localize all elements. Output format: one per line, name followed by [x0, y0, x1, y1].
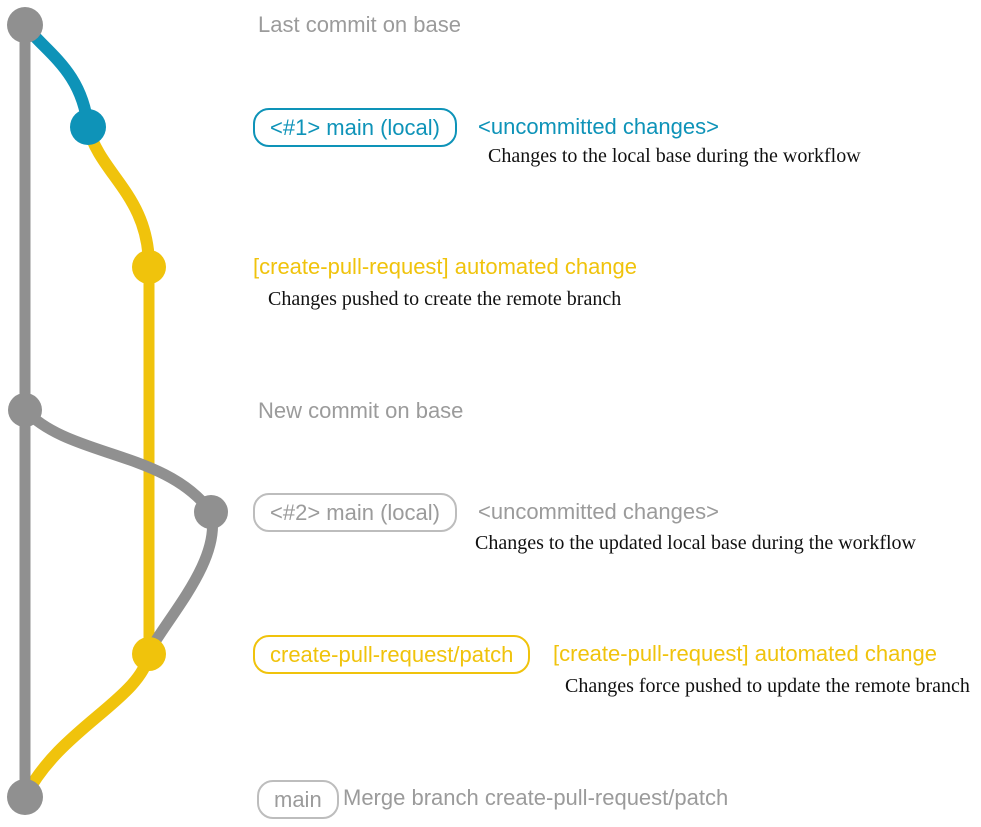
commit-dot-base-tip: [7, 7, 43, 43]
commit-dot-local-1: [70, 109, 106, 145]
remote-branch-merge-curve: [19, 652, 155, 800]
automated-change-note-1: Changes pushed to create the remote bran…: [268, 288, 622, 310]
branch-badge-main: main: [257, 780, 339, 819]
uncommitted-changes-note-2: Changes to the updated local base during…: [475, 532, 916, 554]
commit-dot-base-new: [8, 393, 42, 427]
automated-change-heading-2: [create-pull-request] automated change: [553, 641, 938, 666]
remote-branch-push-curve: [82, 125, 155, 268]
local-change-curve-2: [20, 406, 216, 516]
automated-change-note-2: Changes force pushed to update the remot…: [565, 675, 970, 697]
commit-dot-remote-1: [132, 250, 166, 284]
uncommitted-changes-note-1: Changes to the local base during the wor…: [488, 145, 861, 167]
branch-badge-patch: create-pull-request/patch: [253, 635, 531, 674]
automated-change-heading-1: [create-pull-request] automated change: [253, 254, 638, 279]
merge-commit-label: Merge branch create-pull-request/patch: [343, 785, 729, 810]
new-commit-label: New commit on base: [258, 398, 464, 423]
commit-graph: [7, 7, 228, 815]
commit-dot-merge: [7, 779, 43, 815]
last-commit-label: Last commit on base: [258, 12, 461, 37]
uncommitted-changes-heading-1: <uncommitted changes>: [478, 114, 719, 139]
uncommitted-changes-heading-2: <uncommitted changes>: [478, 499, 719, 524]
branch-badge-main-local-1: <#1> main (local): [253, 108, 457, 147]
commit-dot-local-2: [194, 495, 228, 529]
branch-badge-main-local-2: <#2> main (local): [253, 493, 457, 532]
local-rebase-curve: [145, 510, 218, 653]
commit-dot-remote-2: [132, 637, 166, 671]
